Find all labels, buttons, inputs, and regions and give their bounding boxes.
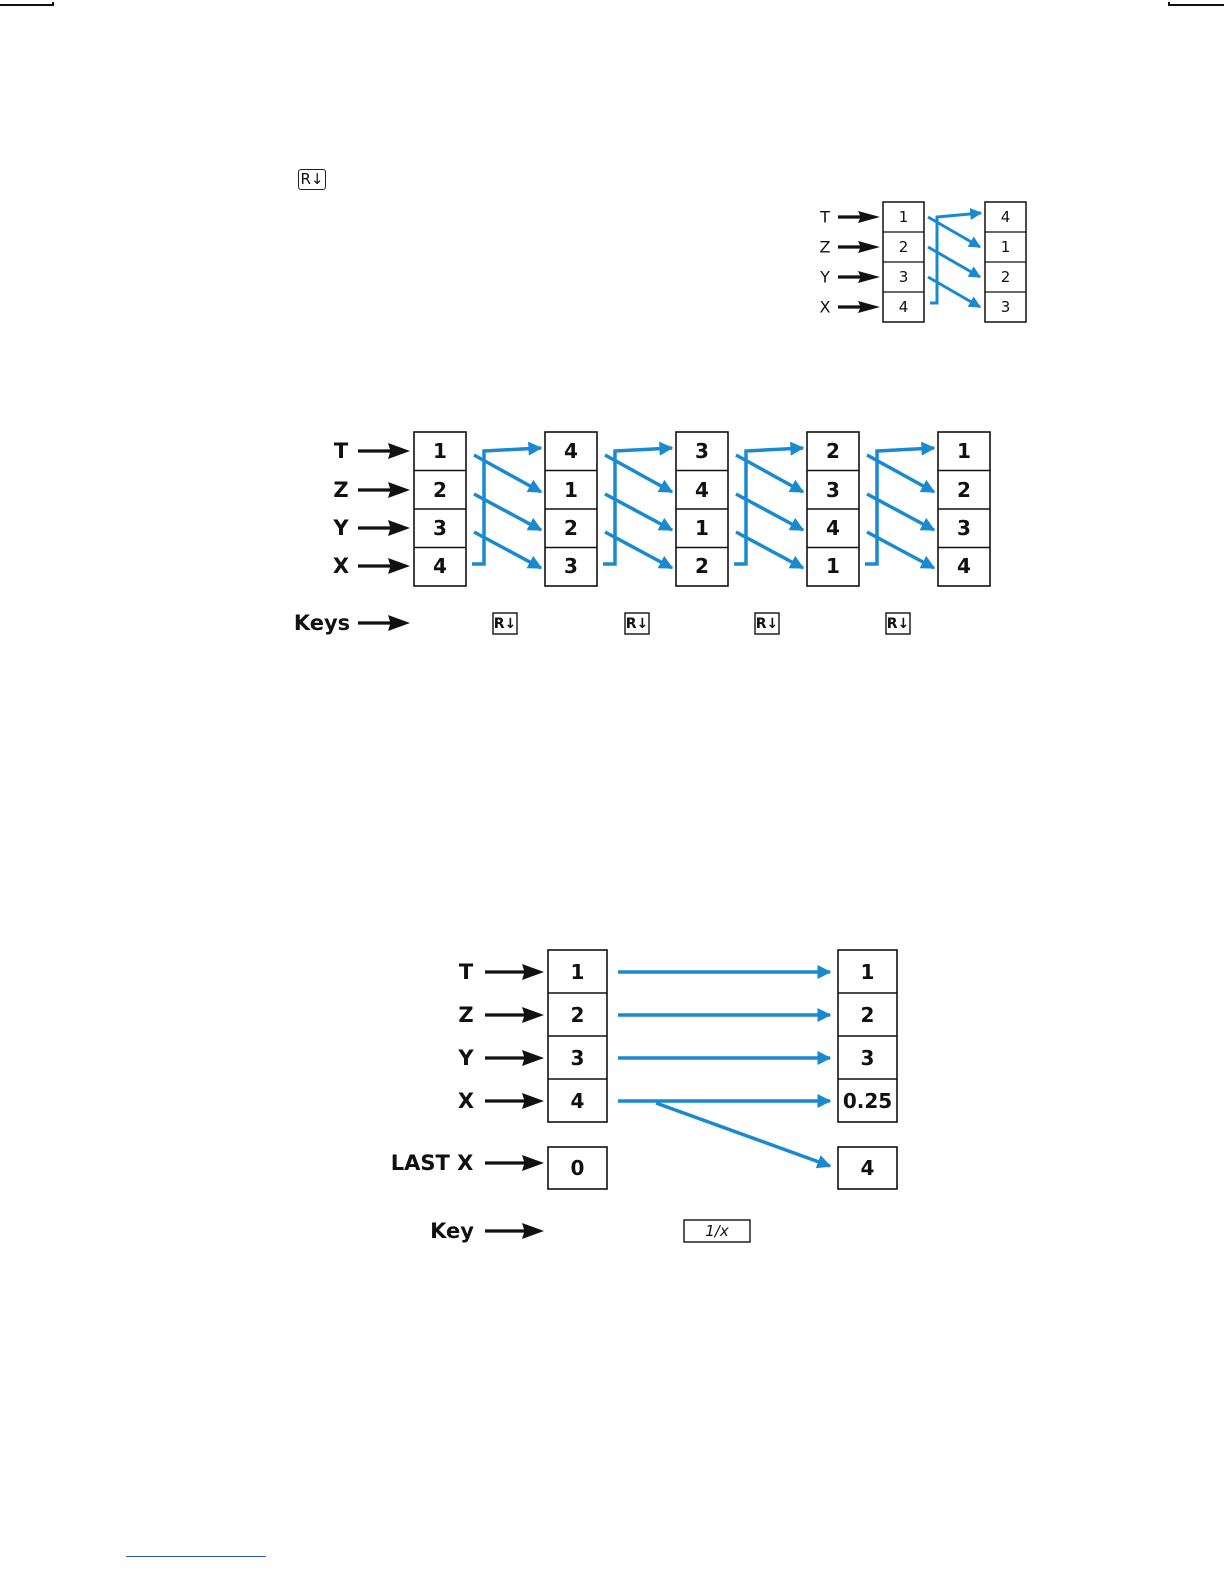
fig2-cell-2-z: 1	[564, 478, 578, 502]
fig2-roll-arrow-x-to-t	[472, 448, 541, 564]
fig2-cell-4-y: 4	[826, 516, 840, 540]
fig3-register-label-y: Y	[457, 1046, 474, 1070]
fig2-register-arrow-t	[358, 443, 410, 459]
fig3-lastx-after-value: 4	[861, 1156, 875, 1180]
fig1-register-arrow-y	[838, 271, 880, 283]
fig2-cell-1-t: 1	[433, 439, 447, 463]
fig3-lastx-label: LAST X	[391, 1151, 474, 1175]
fig2-register-label-z: Z	[333, 478, 348, 502]
fig2-cell-1-y: 3	[433, 516, 447, 540]
fig1-register-label-t: T	[819, 208, 830, 227]
fig2-register-arrow-y	[358, 520, 410, 536]
fig2-register-arrow-z	[358, 482, 410, 498]
fig1-register-label-y: Y	[819, 268, 830, 287]
fig1-cell-after-z: 1	[1001, 238, 1011, 256]
fig3-key-value: 1/x	[705, 1222, 729, 1240]
fig3-register-arrow-x	[485, 1093, 544, 1109]
fig2-cell-4-x: 1	[826, 554, 840, 578]
fig3-cell-after-t: 1	[861, 960, 875, 984]
fig2-cell-2-t: 4	[564, 439, 578, 463]
fig3-cell-before-x: 4	[571, 1089, 585, 1113]
fig2-cell-1-x: 4	[433, 554, 447, 578]
fig1-cell-before-y: 3	[899, 268, 909, 286]
fig2-roll-arrow-x-to-t	[603, 448, 672, 564]
fig3-cell-after-z: 2	[861, 1003, 875, 1027]
fig3-register-label-t: T	[459, 960, 474, 984]
fig2-cell-3-t: 3	[695, 439, 709, 463]
fig1-register-label-z: Z	[820, 238, 831, 257]
fig2-cell-1-z: 2	[433, 478, 447, 502]
fig2-key-label-1: R↓	[494, 616, 517, 632]
fig1-register-label-x: X	[820, 298, 831, 317]
fig1-cell-before-z: 2	[899, 238, 909, 256]
fig2-cell-3-z: 4	[695, 478, 709, 502]
fig1-roll-arrow-x-to-t	[930, 213, 981, 303]
fig3-register-arrow-t	[485, 964, 544, 980]
fig3-cell-before-t: 1	[571, 960, 585, 984]
fig1-cell-before-t: 1	[899, 208, 909, 226]
fig1-cell-after-y: 2	[1001, 268, 1011, 286]
fig2-roll-arrow-x-to-t	[734, 448, 803, 564]
fig2-keys-label: Keys	[294, 611, 350, 635]
fig2-cell-2-x: 3	[564, 554, 578, 578]
fig3-key-label: Key	[430, 1219, 474, 1243]
fig2-cell-3-y: 1	[695, 516, 709, 540]
fig1-cell-after-x: 3	[1001, 298, 1011, 316]
fig1-register-arrow-t	[838, 211, 880, 223]
fig3-lastx-save-arrow	[656, 1103, 830, 1166]
fig3-cell-after-y: 3	[861, 1046, 875, 1070]
fig2-register-arrow-x	[358, 558, 410, 574]
fig2-register-label-x: X	[333, 554, 349, 578]
fig2-register-label-t: T	[334, 439, 349, 463]
fig2-keys-arrow	[358, 615, 410, 631]
fig3-cell-after-x: 0.25	[843, 1089, 892, 1113]
fig2-cell-4-z: 3	[826, 478, 840, 502]
fig3-cell-before-y: 3	[571, 1046, 585, 1070]
fig2-key-label-4: R↓	[887, 616, 910, 632]
fig1-register-arrow-z	[838, 241, 880, 253]
fig2-key-label-2: R↓	[626, 616, 649, 632]
fig2-cell-4-t: 2	[826, 439, 840, 463]
fig2-cell-3-x: 2	[695, 554, 709, 578]
fig2-register-label-y: Y	[332, 516, 349, 540]
fig2-cell-5-z: 2	[957, 478, 971, 502]
fig2-cell-2-y: 2	[564, 516, 578, 540]
fig1-cell-before-x: 4	[899, 298, 909, 316]
fig3-key-arrow	[485, 1223, 544, 1239]
fig2-cell-5-t: 1	[957, 439, 971, 463]
fig3-lastx-before-value: 0	[571, 1156, 585, 1180]
fig3-cell-before-z: 2	[571, 1003, 585, 1027]
footnote-link-line	[126, 1556, 266, 1557]
fig3-register-label-x: X	[458, 1089, 474, 1113]
fig2-key-label-3: R↓	[756, 616, 779, 632]
fig1-cell-after-t: 4	[1001, 208, 1011, 226]
fig3-register-arrow-z	[485, 1007, 544, 1023]
fig3-register-arrow-y	[485, 1050, 544, 1066]
fig2-roll-arrow-x-to-t	[865, 448, 934, 564]
fig3-lastx-arrow	[485, 1155, 544, 1171]
fig2-cell-5-y: 3	[957, 516, 971, 540]
fig2-cell-5-x: 4	[957, 554, 971, 578]
fig3-register-label-z: Z	[458, 1003, 473, 1027]
fig1-register-arrow-x	[838, 301, 880, 313]
